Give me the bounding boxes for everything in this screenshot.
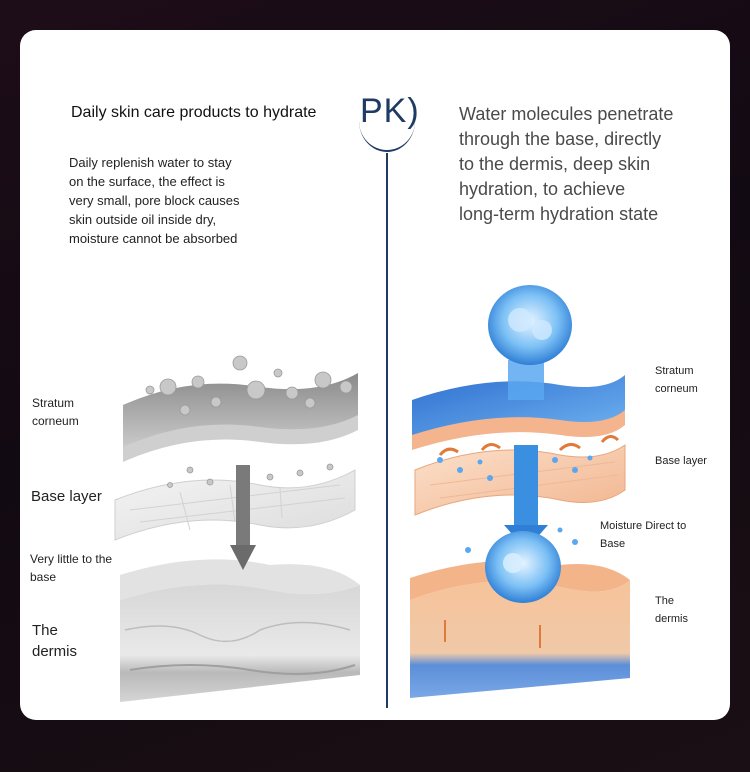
left-base-layer [114,469,356,541]
left-title: Daily skin care products to hydrate [71,104,317,121]
left-dermis-block [120,559,360,702]
left-water-droplets [145,355,353,488]
water-molecule-top [488,285,572,365]
right-label-dermis: The dermis [655,595,689,625]
left-label-very-little: Very little to the base [30,552,113,584]
pk-emblem-arc [359,90,415,152]
center-divider [386,153,388,708]
pk-label: PK) [360,92,420,130]
water-molecule-bottom [485,531,561,603]
right-label-stratum: Stratum corneum [655,365,698,395]
skin-layers-illustration [114,285,630,702]
left-arrow [230,465,256,570]
left-label-base: Base layer [31,488,102,505]
left-label-dermis: The dermis [32,622,78,660]
right-water-droplets [437,455,593,553]
right-stratum-layer [412,375,625,450]
comparison-card: PK) Daily skin care products to hydrate … [20,30,730,720]
right-label-base: Base layer [655,455,707,467]
right-label-moisture: Moisture Direct to Base [600,520,687,550]
left-label-stratum: Stratum corneum [32,396,79,428]
left-description: Daily replenish water to stay on the sur… [69,155,240,246]
orange-flow-arrows [438,435,620,456]
right-description: Water molecules penetrate through the ba… [459,104,674,224]
